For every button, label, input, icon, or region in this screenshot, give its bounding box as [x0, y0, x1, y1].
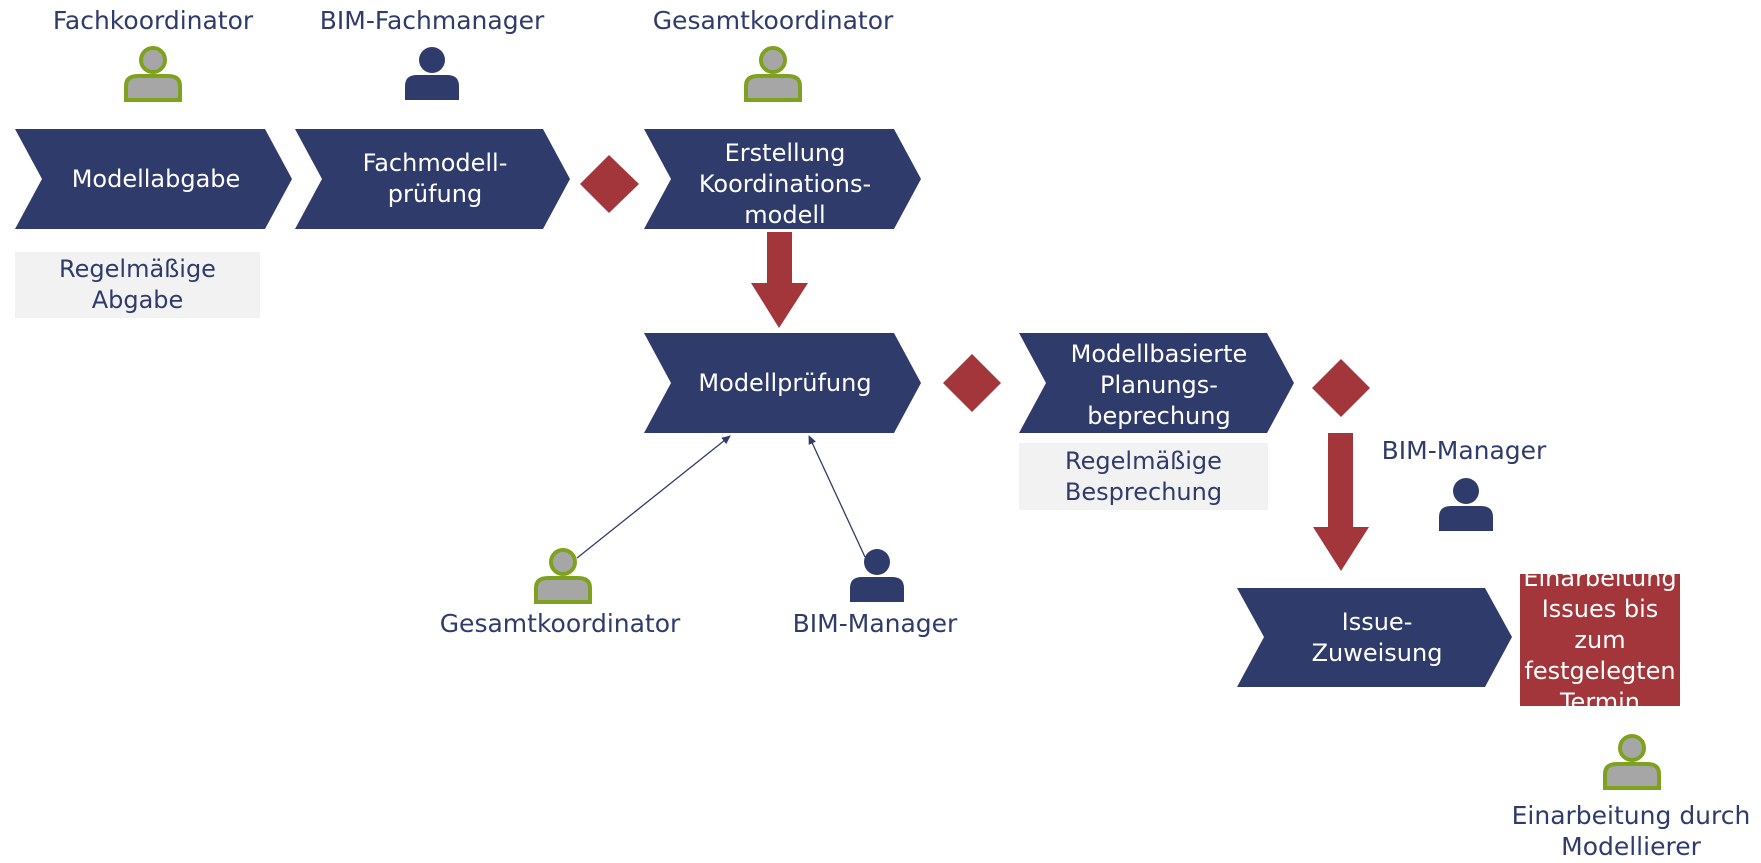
role-gesamtkoordinator-bottom: Gesamtkoordinator	[439, 609, 681, 638]
chevron-modellpruefung[interactable]	[644, 333, 921, 433]
chevron-modellabgabe[interactable]	[15, 129, 292, 229]
role-bim-fachmanager: BIM-Fachmanager	[319, 6, 545, 35]
role-gesamtkoordinator-top: Gesamtkoordinator	[652, 6, 894, 35]
chevron-planungsbesprechung[interactable]	[1019, 333, 1294, 433]
step-fachmodellpruefung-label: Fachmodell- prüfung	[362, 149, 508, 208]
role-modellierer: Einarbeitung durch Modellierer	[1511, 801, 1751, 861]
final-step-einarbeitung[interactable]: Einarbeitung Issues bis zum festgelegten…	[1520, 564, 1680, 716]
person-outline-green-icon	[1603, 734, 1661, 790]
role-bim-manager-right: BIM-Manager	[1381, 436, 1547, 465]
chevron-issue-zuweisung[interactable]	[1237, 588, 1512, 687]
chevron-fachmodellpruefung[interactable]	[295, 129, 570, 229]
person-solid-navy-icon	[850, 549, 904, 602]
note-regelmaessige-abgabe: Regelmäßige Abgabe	[15, 252, 260, 318]
person-outline-green-icon	[744, 46, 802, 102]
diamond-icon	[1312, 359, 1370, 417]
role-bim-manager-center: BIM-Manager	[792, 609, 958, 638]
arrow-down-icon	[1313, 433, 1369, 571]
diamond-icon	[580, 155, 639, 213]
diamond-icon	[943, 354, 1001, 412]
person-outline-green-icon	[124, 46, 182, 102]
person-solid-navy-icon	[1439, 478, 1493, 531]
step-modellpruefung-label: Modellprüfung	[698, 368, 872, 397]
person-solid-navy-icon	[405, 47, 459, 100]
step-erstellung-label: Erstellung Koordinations- modell	[698, 138, 872, 229]
role-fachkoordinator: Fachkoordinator	[52, 6, 254, 35]
step-issue-zuweisung-label: Issue- Zuweisung	[1311, 607, 1443, 667]
arrow-down-icon	[751, 232, 808, 328]
chevron-erstellung[interactable]	[644, 129, 921, 229]
note-regelmaessige-besprechung: Regelmäßige Besprechung	[1019, 443, 1268, 510]
connector-arrow	[808, 435, 866, 558]
step-modellabgabe-label: Modellabgabe	[71, 164, 241, 193]
step-planungsbesprechung-label: Modellbasierte Planungs- beprechung	[1070, 340, 1248, 430]
person-outline-green-icon	[534, 548, 592, 604]
connector-arrow	[576, 435, 731, 559]
